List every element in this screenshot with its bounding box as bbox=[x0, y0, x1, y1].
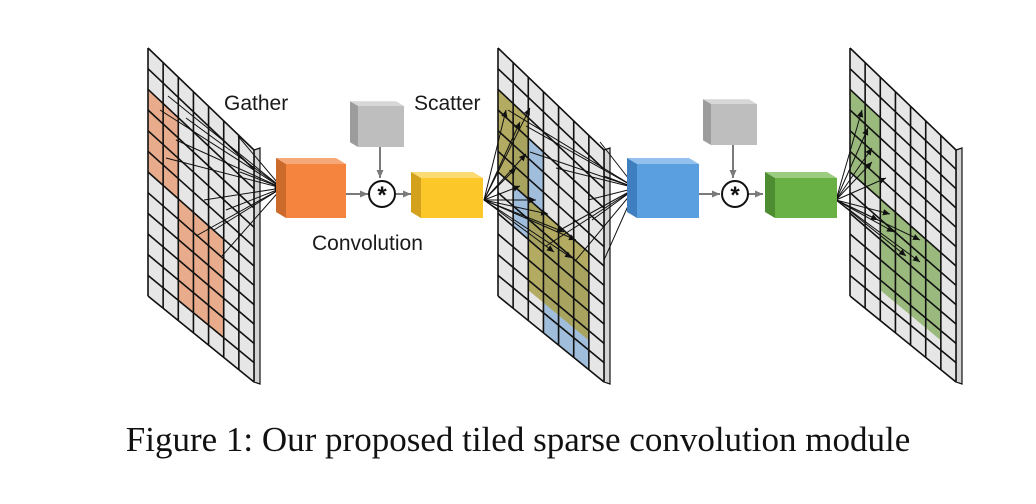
gather-label: Gather bbox=[224, 92, 288, 115]
kernel-weight-cube bbox=[350, 101, 404, 147]
scatter-label: Scatter bbox=[414, 92, 481, 115]
convolution-operator: * bbox=[368, 180, 396, 209]
convolution-operator-2: * bbox=[721, 180, 749, 209]
convolution-label: Convolution bbox=[312, 232, 423, 255]
gather-feature-cube bbox=[276, 158, 346, 218]
kernel-weight-cube-2 bbox=[703, 99, 757, 145]
gather-feature-cube-2 bbox=[627, 158, 699, 218]
convolution-output-cube-2 bbox=[765, 172, 837, 218]
svg-text:*: * bbox=[377, 182, 387, 209]
figure-caption: Figure 1: Our proposed tiled sparse conv… bbox=[125, 420, 911, 459]
output-feature-grid bbox=[849, 47, 963, 385]
scatter-arrows-2 bbox=[835, 109, 921, 263]
convolution-output-cube bbox=[411, 172, 483, 218]
svg-text:*: * bbox=[730, 182, 740, 209]
gather-arrows-1 bbox=[159, 95, 283, 257]
scatter-arrows-1 bbox=[483, 107, 577, 259]
tiled-sparse-convolution-diagram: * * Gather Scatter Convolution bbox=[147, 47, 963, 385]
pipeline-arrows bbox=[346, 145, 763, 198]
